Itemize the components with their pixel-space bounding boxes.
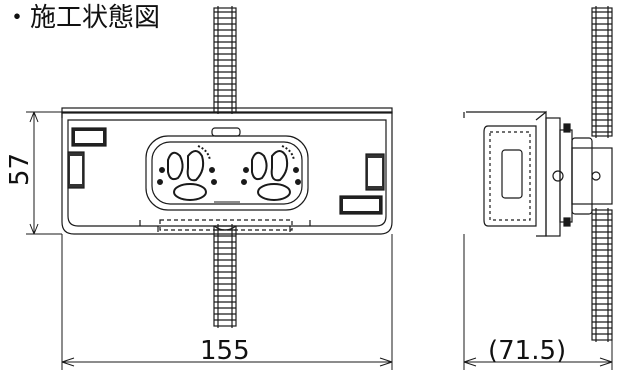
right-knob-set bbox=[241, 145, 301, 201]
front-dimensions bbox=[26, 111, 393, 370]
side-view bbox=[463, 6, 613, 342]
front-toothed-band bbox=[213, 6, 237, 328]
left-knob-set bbox=[157, 145, 217, 201]
depth-dimension bbox=[463, 234, 613, 370]
side-toothed-band bbox=[591, 6, 613, 342]
side-housing bbox=[463, 110, 547, 237]
front-housing bbox=[61, 107, 393, 235]
diagram-title: ・施工状態図 bbox=[4, 3, 160, 33]
side-bracket bbox=[545, 117, 613, 237]
left-label-plate bbox=[67, 127, 107, 189]
central-panel bbox=[145, 127, 309, 211]
height-dimension-label: 57 bbox=[5, 153, 35, 186]
front-view bbox=[61, 6, 393, 328]
right-label-plate bbox=[339, 153, 385, 215]
width-dimension-label: 155 bbox=[200, 336, 250, 366]
depth-dimension-label: (71.5) bbox=[488, 336, 566, 366]
